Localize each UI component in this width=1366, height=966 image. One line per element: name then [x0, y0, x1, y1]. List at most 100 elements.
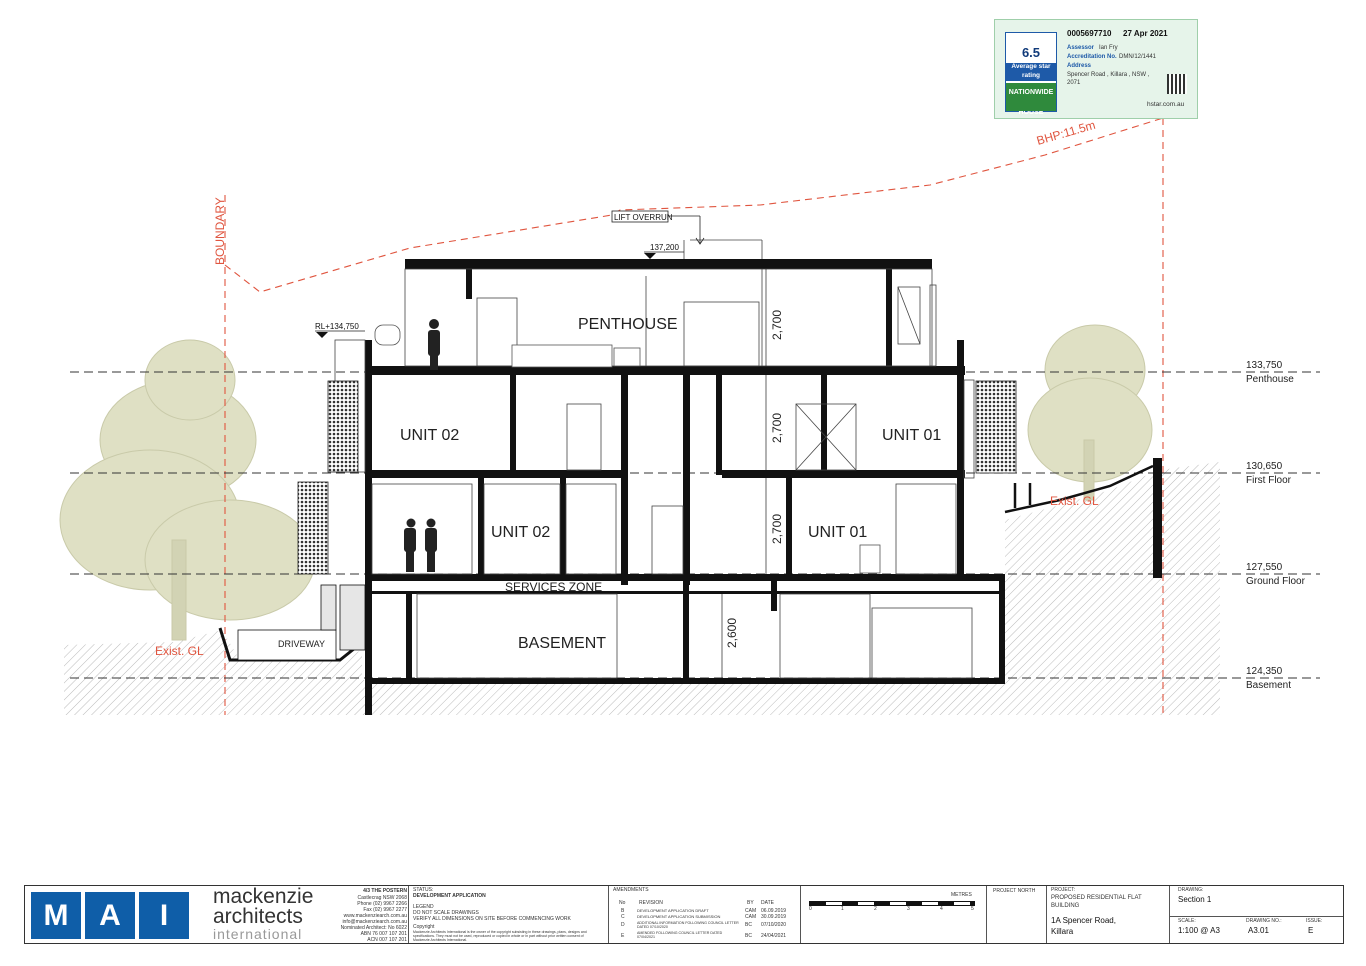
legend-line: DO NOT SCALE DRAWINGS [413, 910, 479, 916]
drawing-label: DRAWING: [1178, 887, 1204, 893]
terrace-rl-marker [316, 332, 328, 338]
address-title: 4/3 THE POSTERN [363, 888, 407, 894]
level-first-name: First Floor [1246, 475, 1292, 486]
assessor-value: Ian Fry [1099, 45, 1118, 51]
project-north-label: PROJECT NORTH [993, 888, 1036, 894]
assessor-label: Assessor [1067, 45, 1095, 51]
room-unit01-ground: UNIT 01 [808, 524, 867, 541]
level-penthouse-rl: 133,750 [1246, 360, 1283, 371]
amend-date: 06.09.2019 [761, 908, 787, 914]
amend-by: BC [745, 933, 752, 939]
height-first: 2,700 [770, 413, 784, 443]
drawing-no-label: DRAWING NO.: [1246, 918, 1282, 924]
scale-tick: 1 [841, 906, 844, 912]
amend-date: 24/04/2021 [761, 933, 787, 939]
divider [407, 886, 409, 943]
star-rating-badge: 6.5 Average star rating NATIONWIDE HOUSE [1005, 32, 1057, 116]
status-label: STATUS: [413, 887, 434, 893]
tree-left [59, 339, 316, 641]
address-line: info@mackenziearch.com.au [342, 919, 407, 925]
logo-letter-m: M [31, 892, 81, 939]
drawing-info: DRAWING: Section 1 SCALE: 1:100 @ A3 DRA… [1170, 886, 1343, 943]
rating-value: 6.5 [1021, 45, 1041, 60]
firm-logo: M A I mackenzie architects international [25, 886, 355, 943]
logo-letter-a: A [85, 892, 135, 939]
firm-name-1: mackenzie [213, 885, 314, 908]
amend-date: 07/10/2020 [761, 922, 787, 928]
privacy-screens [297, 380, 1017, 575]
retaining-wall-right [1004, 464, 1154, 514]
driveway [218, 584, 366, 662]
legend-line: VERIFY ALL DIMENSIONS ON SITE BEFORE COM… [413, 916, 571, 922]
scale-tick: 0 [809, 906, 812, 912]
amend-date: 30.09.2019 [761, 914, 787, 920]
height-basement: 2,600 [725, 618, 739, 648]
firm-name-2: architects [213, 905, 303, 928]
amend-by: CAM [745, 908, 757, 914]
amend-by: BC [745, 922, 752, 928]
exist-gl-left: Exist. GL [155, 644, 204, 658]
level-ground-rl: 127,550 [1246, 562, 1283, 573]
amend-header-revision: REVISION [639, 900, 663, 906]
status-legend: STATUS: DEVELOPMENT APPLICATION LEGEND D… [409, 886, 609, 943]
address-line: Castlecrag NSW 2068 [357, 895, 407, 901]
scale-bar-label: METRES [951, 892, 972, 898]
height-penthouse: 2,700 [770, 310, 784, 340]
room-unit02-ground: UNIT 02 [491, 524, 550, 541]
title-block: M A I mackenzie architects international… [24, 885, 1344, 944]
room-unit02-first: UNIT 02 [400, 427, 459, 444]
scale-tick: 2 [874, 906, 877, 912]
amend-no: B [621, 908, 625, 914]
scale-tick: 5 [971, 906, 974, 912]
copyright-line: Mackenzie Architects International is th… [413, 930, 587, 934]
drawing-no-value: A3.01 [1248, 926, 1269, 935]
amendments-label: AMENDMENTS [613, 887, 649, 893]
address-line: Phone (02) 9967 2266 [357, 901, 407, 907]
level-basement-rl: 124,350 [1246, 666, 1283, 677]
scale-bar: METRES 0 1 2 3 4 5 [801, 886, 987, 943]
building-structure [365, 259, 1162, 715]
room-penthouse: PENTHOUSE [578, 316, 678, 333]
bhp-label: BHP:11.5m [1035, 118, 1097, 148]
room-driveway: DRIVEWAY [278, 639, 325, 649]
terrace-rl-label: RL+134,750 [315, 322, 359, 331]
legend-label: LEGEND [413, 904, 434, 910]
amend-revision: ADDITIONAL INFORMATION FOLLOWING COUNCIL… [637, 921, 739, 929]
lift-overrun-label: LIFT OVERRUN [614, 213, 673, 222]
status-value: DEVELOPMENT APPLICATION [413, 893, 486, 899]
tree-right [1027, 324, 1153, 501]
level-ground-name: Ground Floor [1246, 576, 1306, 587]
room-services-zone: SERVICES ZONE [505, 580, 602, 594]
amend-by: CAM [745, 914, 757, 920]
level-basement-name: Basement [1246, 680, 1291, 691]
scale-bar-graphic [809, 901, 975, 906]
address-line: Nominated Architect: No 6022 [340, 925, 407, 931]
copyright-label: Copyright [413, 924, 435, 930]
logo-letter-i: I [139, 892, 189, 939]
rating-label: Average star rating [1006, 63, 1056, 81]
drawing-title: Section 1 [1178, 895, 1212, 904]
interior-lines [334, 239, 975, 679]
amend-no: E [621, 933, 625, 939]
height-ground: 2,700 [770, 514, 784, 544]
exist-gl-right: Exist. GL [1050, 494, 1099, 508]
firm-name-3: international [213, 926, 303, 942]
issue-value: E [1308, 926, 1314, 935]
project-info: PROJECT: PROPOSED RESIDENTIAL FLAT BUILD… [1047, 886, 1170, 943]
amend-header-date: DATE [761, 900, 774, 906]
scale-value: 1:100 @ A3 [1178, 926, 1220, 935]
lift-overrun-marker [611, 210, 705, 245]
accreditation-value: DMN/12/1441 [1119, 54, 1157, 60]
amend-header-no: No [619, 900, 626, 906]
amend-revision: AMENDED FOLLOWING COUNCIL LETTER DATED 0… [637, 931, 723, 939]
copyright-line: Mackenzie Architects International. [413, 938, 468, 942]
issue-label: ISSUE: [1306, 918, 1323, 924]
room-unit01-first: UNIT 01 [882, 427, 941, 444]
address-line2: 2071 [1067, 80, 1081, 86]
amendments-table: AMENDMENTS No REVISION BY DATE B DEVELOP… [609, 886, 801, 943]
address-line: www.mackenziearch.com.au [343, 913, 407, 919]
scheme-label: NATIONWIDE HOUSE [1006, 83, 1056, 116]
height-dim-lines [721, 269, 767, 678]
copyright-line: specifications. They must not be used, r… [413, 934, 584, 938]
project-name: PROPOSED RESIDENTIAL FLAT BUILDING [1051, 895, 1142, 909]
